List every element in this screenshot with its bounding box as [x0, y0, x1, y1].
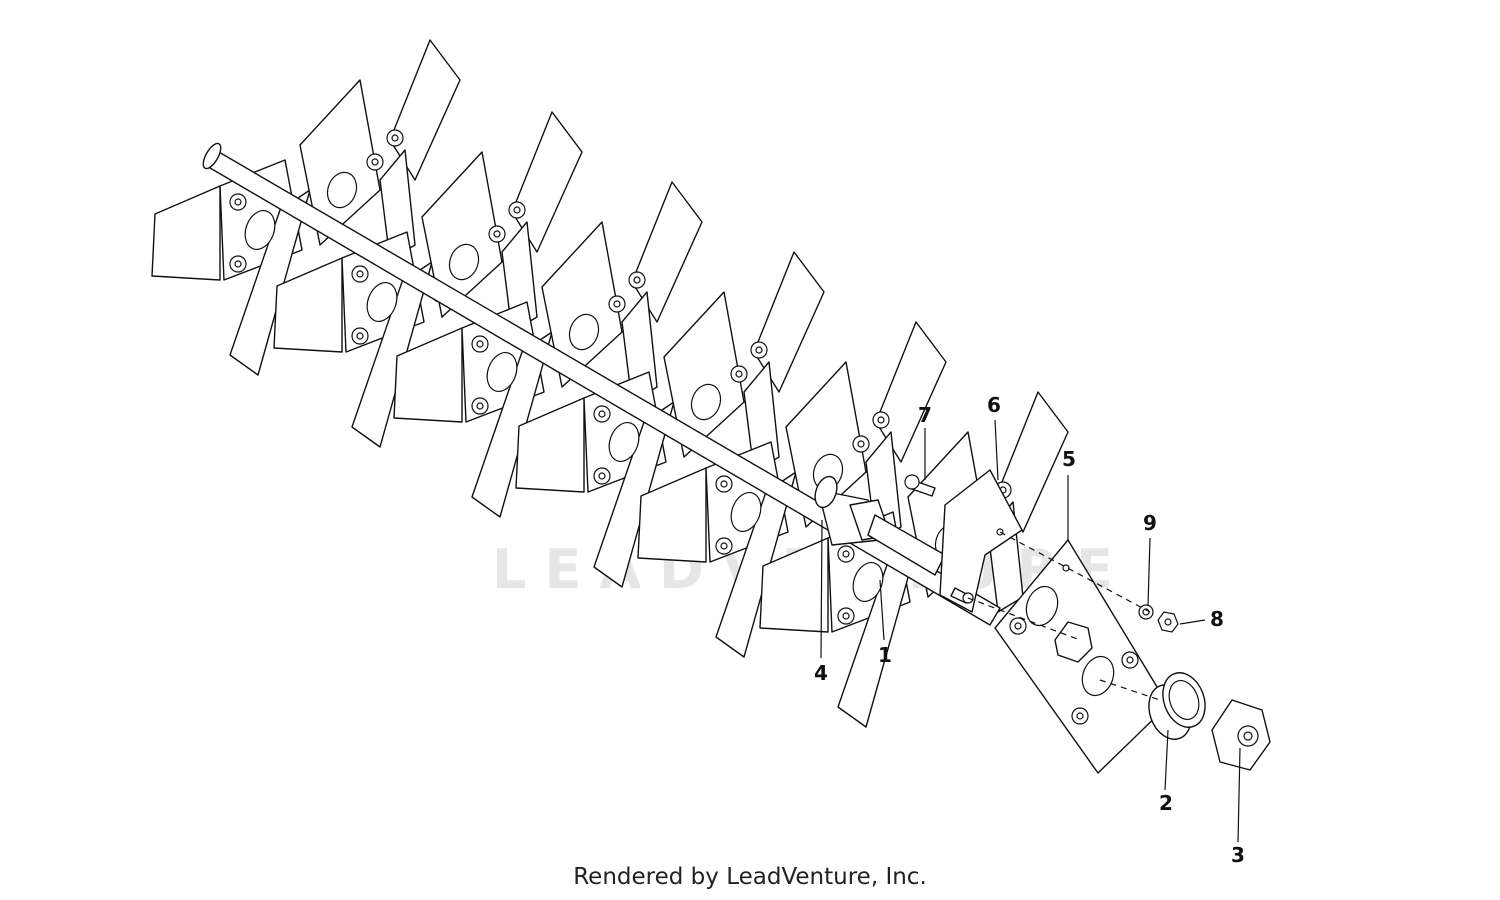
- sleeve-part: [814, 475, 946, 576]
- washer-9: [1138, 604, 1154, 620]
- pin-part: [950, 587, 974, 604]
- callout-3: 3: [1231, 843, 1245, 867]
- bolt-7: [904, 474, 936, 497]
- tine-assembly: [637, 321, 947, 658]
- callout-7: 7: [918, 403, 932, 427]
- bearing-2: [1148, 672, 1206, 740]
- mounting-plate-5: [994, 539, 1169, 774]
- callout-8: 8: [1210, 607, 1224, 631]
- callout-2: 2: [1159, 791, 1173, 815]
- alignment-lines: [967, 531, 1161, 701]
- nut-8: [1157, 611, 1179, 633]
- tine-assembly: [273, 111, 583, 448]
- footer-credit: Rendered by LeadVenture, Inc.: [573, 864, 927, 890]
- plate-5-bolt: [1009, 617, 1139, 725]
- callout-4: 4: [814, 661, 828, 685]
- hex-nut-3: [1211, 699, 1271, 771]
- callout-1: 1: [878, 643, 892, 667]
- callout-5: 5: [1062, 447, 1076, 471]
- callout-6: 6: [987, 393, 1001, 417]
- leader-lines: [820, 419, 1241, 843]
- shaft-part: [202, 142, 1001, 626]
- callout-9: 9: [1143, 511, 1157, 535]
